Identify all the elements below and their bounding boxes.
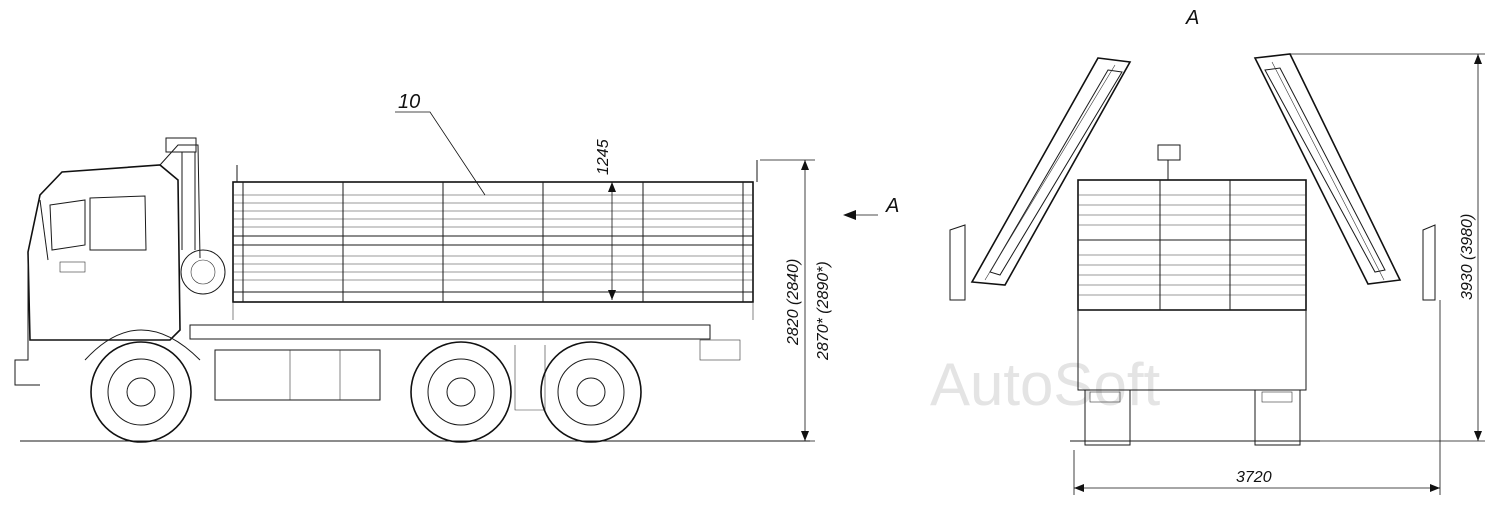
- rear-view: A: [949, 7, 1485, 495]
- rear-wheel-2: [540, 341, 642, 443]
- dim-height-alt: 2870* (2890*): [815, 261, 832, 361]
- side-view: 10 1245 2820 (2840) 2870* (2890*) A: [14, 91, 899, 443]
- right-side-gate: [1253, 53, 1402, 285]
- front-wheel: [90, 341, 192, 443]
- rear-dim-height: 3930 (3980): [1459, 214, 1476, 300]
- item-callout: 10: [398, 91, 420, 113]
- dim-height: 2820 (2840): [785, 259, 802, 346]
- left-side-gate: [970, 57, 1132, 286]
- rear-dim-width: 3720: [1236, 469, 1272, 486]
- rear-view-title: A: [1185, 7, 1199, 29]
- watermark: AutoSoft: [930, 351, 1160, 418]
- cab: [14, 137, 201, 386]
- rear-wheel-1: [410, 341, 512, 443]
- cargo-body: [232, 160, 758, 320]
- view-arrow-label: A: [885, 195, 899, 217]
- dim-gate-height: 1245: [595, 139, 612, 175]
